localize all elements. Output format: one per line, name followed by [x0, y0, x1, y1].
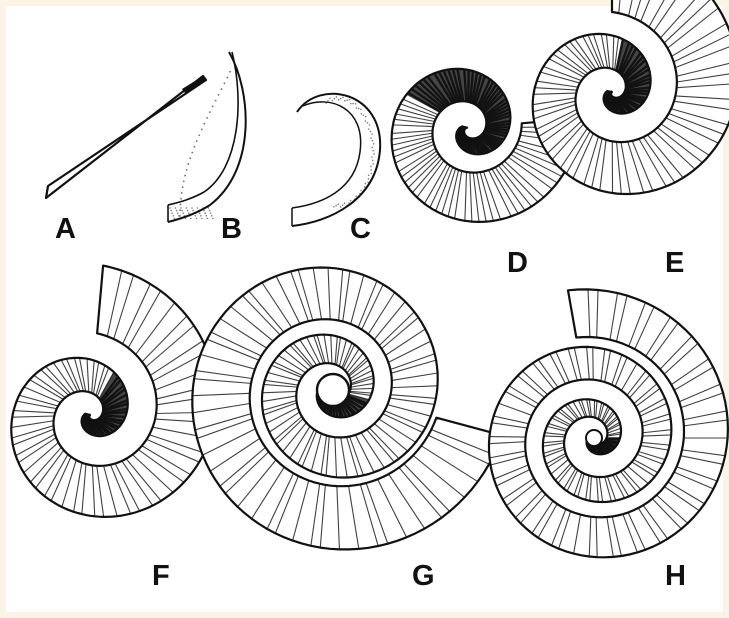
shell-a-straight-cone: [46, 76, 206, 198]
shell-c-hook: [292, 94, 380, 226]
label-b: B: [221, 213, 242, 245]
label-c: C: [350, 213, 371, 245]
shell-h-involute: [489, 289, 728, 557]
label-f: F: [152, 560, 170, 592]
shell-b-curved-horn: [168, 52, 246, 222]
shell-a-part-0: [46, 76, 206, 198]
label-g: G: [412, 560, 435, 592]
label-d: D: [507, 247, 528, 279]
shell-a-part-1: [182, 76, 206, 93]
label-a: A: [55, 213, 76, 245]
label-h: H: [665, 560, 686, 592]
shell-e-coiled: [533, 0, 729, 194]
shell-g-planispiral: [192, 268, 502, 550]
label-e: E: [665, 247, 684, 279]
shell-f-coiled: [11, 266, 216, 517]
